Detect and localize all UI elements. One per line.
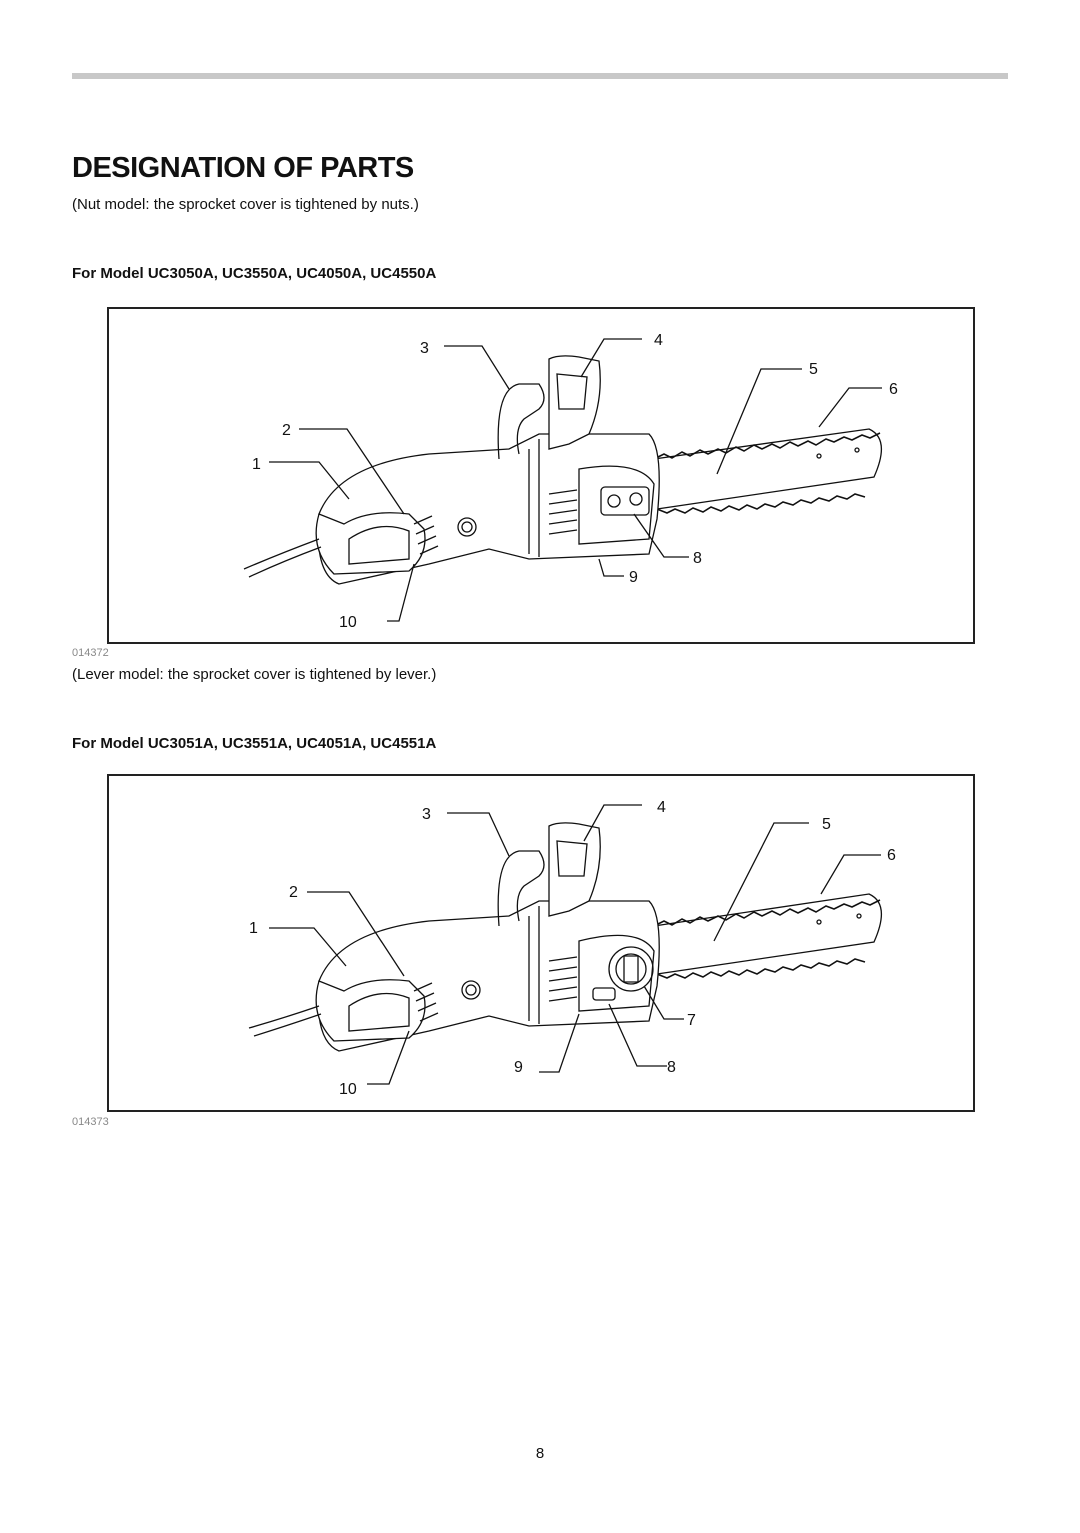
page-number: 8 bbox=[535, 1445, 545, 1462]
callout-4: 4 bbox=[657, 799, 666, 816]
callout-7: 7 bbox=[687, 1012, 696, 1029]
callout-1: 1 bbox=[249, 920, 258, 937]
figure-lever-model: 1 2 3 4 5 6 7 8 9 10 bbox=[107, 774, 975, 1112]
callout-3: 3 bbox=[420, 340, 429, 357]
callout-9: 9 bbox=[514, 1059, 523, 1076]
header-rule bbox=[72, 73, 1008, 79]
callout-4: 4 bbox=[654, 332, 663, 349]
callout-6: 6 bbox=[887, 847, 896, 864]
figure-code-lever: 014373 bbox=[72, 1116, 109, 1128]
callout-2: 2 bbox=[282, 422, 291, 439]
callout-2: 2 bbox=[289, 884, 298, 901]
callout-1: 1 bbox=[252, 456, 261, 473]
chainsaw-illustration-lever: 1 2 3 4 5 6 7 8 9 10 bbox=[248, 799, 896, 1098]
model-heading-nut: For Model UC3050A, UC3550A, UC4050A, UC4… bbox=[72, 265, 437, 282]
nut-model-note: (Nut model: the sprocket cover is tighte… bbox=[72, 196, 419, 213]
lever-model-note: (Lever model: the sprocket cover is tigh… bbox=[72, 666, 437, 683]
chainsaw-illustration-nut: 1 2 3 4 5 6 8 9 10 bbox=[243, 332, 898, 631]
callout-5: 5 bbox=[809, 361, 818, 378]
callout-5: 5 bbox=[822, 816, 831, 833]
callout-9: 9 bbox=[629, 569, 638, 586]
callout-10: 10 bbox=[339, 1081, 357, 1098]
figure-code-nut: 014372 bbox=[72, 647, 109, 659]
page-title: DESIGNATION OF PARTS bbox=[72, 152, 414, 184]
callout-10: 10 bbox=[339, 614, 357, 631]
model-heading-lever: For Model UC3051A, UC3551A, UC4051A, UC4… bbox=[72, 735, 437, 752]
callout-8: 8 bbox=[667, 1059, 676, 1076]
callout-3: 3 bbox=[422, 806, 431, 823]
callout-8: 8 bbox=[693, 550, 702, 567]
figure-nut-model: 1 2 3 4 5 6 8 9 10 bbox=[107, 307, 975, 644]
callout-6: 6 bbox=[889, 381, 898, 398]
